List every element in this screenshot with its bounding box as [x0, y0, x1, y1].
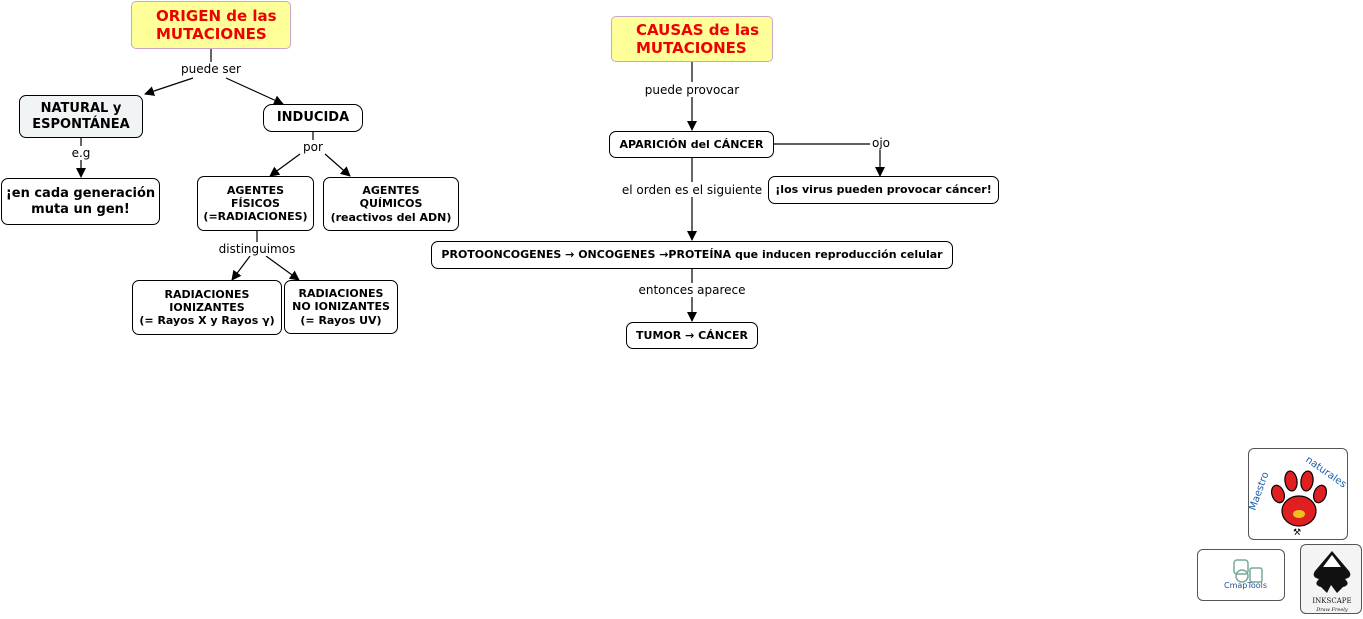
link-entonces: entonces aparece: [636, 283, 748, 297]
proto-node[interactable]: PROTOONCOGENES → ONCOGENES →PROTEÍNA que…: [431, 241, 953, 269]
inkscape-icon: INKSCAPE Draw Freely: [1312, 551, 1352, 613]
paw-logo-icon: Maestro naturales ⚒: [1249, 454, 1347, 538]
maestro-logo: Maestro naturales ⚒: [1248, 448, 1348, 540]
link-por: por: [301, 140, 325, 154]
gen-node[interactable]: ¡en cada generación muta un gen!: [1, 178, 160, 225]
virus-node[interactable]: ¡los virus pueden provocar cáncer!: [768, 176, 999, 204]
inkscape-tagline: Draw Freely: [1315, 607, 1348, 613]
causas-title[interactable]: CAUSAS de las MUTACIONES: [611, 16, 773, 62]
ionizantes-node[interactable]: RADIACIONES IONIZANTES (= Rayos X y Rayo…: [132, 280, 282, 335]
quimicos-node[interactable]: AGENTES QUÍMICOS (reactivos del ADN): [323, 177, 459, 231]
origen-title[interactable]: ORIGEN de las MUTACIONES: [131, 1, 291, 49]
connector-to-fisicos: [269, 153, 301, 177]
inducida-node[interactable]: INDUCIDA: [263, 104, 363, 132]
link-puede-provocar: puede provocar: [642, 83, 742, 97]
svg-text:Maestro: Maestro: [1249, 471, 1272, 512]
connector-to-ionizantes: [231, 255, 251, 281]
link-puede-ser: puede ser: [179, 62, 243, 76]
cancer-node[interactable]: APARICIÓN del CÁNCER: [609, 131, 774, 158]
cmaptools-logo: CmapTools: [1197, 549, 1285, 601]
tumor-node[interactable]: TUMOR → CÁNCER: [626, 322, 758, 349]
link-ojo: ojo: [869, 136, 893, 150]
inkscape-logo: INKSCAPE Draw Freely: [1300, 544, 1362, 614]
connector-to-inducida: [225, 77, 284, 105]
cmaptools-icon: CmapTools: [1224, 559, 1267, 590]
fisicos-node[interactable]: AGENTES FÍSICOS (=RADIACIONES): [197, 176, 314, 231]
connector-to-natural: [144, 77, 194, 96]
link-orden: el orden es el siguiente: [619, 183, 765, 197]
natural-node[interactable]: NATURAL y ESPONTÁNEA: [19, 95, 143, 138]
cmaptools-label: CmapTools: [1224, 581, 1267, 590]
link-distinguimos: distinguimos: [216, 242, 298, 256]
link-eg: e.g: [69, 146, 93, 160]
inkscape-label: INKSCAPE: [1312, 597, 1351, 605]
no-ionizantes-node[interactable]: RADIACIONES NO IONIZANTES (= Rayos UV): [284, 280, 398, 334]
svg-text:⚒: ⚒: [1293, 528, 1301, 538]
connector-to-no-ionizantes: [265, 255, 300, 281]
connector-to-quimicos: [324, 153, 351, 177]
